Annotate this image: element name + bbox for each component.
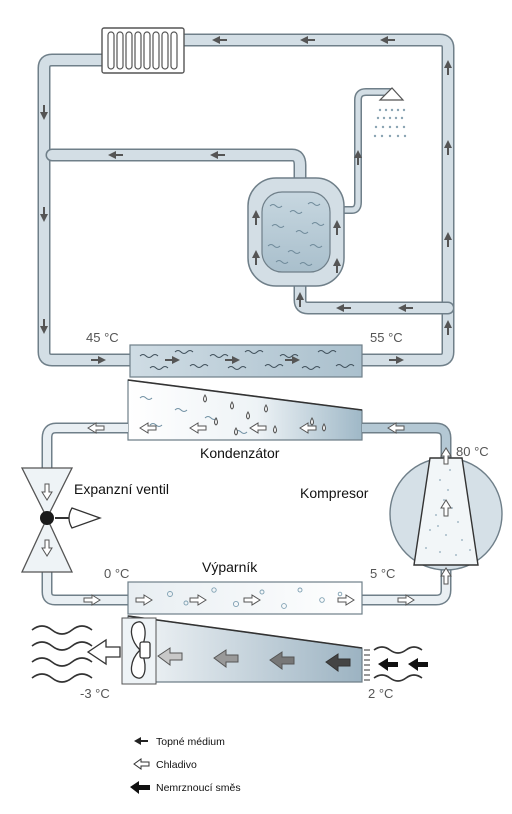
arrow-left-large-filled-icon — [130, 781, 150, 794]
legend-item-refrigerant: Chladivo — [133, 758, 197, 771]
exhaust-air-waves — [31, 625, 93, 683]
heating-water-circuit — [37, 33, 455, 367]
refrigerant-arrows — [41, 422, 452, 606]
arrow-left-outline-icon — [133, 758, 150, 770]
temp-45-label: 45 °C — [86, 330, 119, 345]
temp-80-label: 80 °C — [456, 444, 489, 459]
temp-minus3-label: -3 °C — [80, 686, 110, 701]
expansion-valve-label: Expanzní ventil — [74, 481, 169, 497]
legend-label: Nemrznoucí směs — [156, 782, 241, 794]
temp-0-label: 0 °C — [104, 566, 129, 581]
temp-5-label: 5 °C — [370, 566, 395, 581]
temp-55-label: 55 °C — [370, 330, 403, 345]
evaporator-label: Výparník — [202, 559, 258, 575]
legend-label: Chladivo — [156, 759, 197, 771]
fan-icon — [130, 621, 151, 679]
legend-item-antifreeze: Nemrznoucí směs — [130, 781, 241, 794]
intake-air-waves — [373, 646, 423, 682]
radiator-icon — [101, 27, 185, 74]
condenser — [127, 344, 363, 441]
arrow-left-small-filled-icon — [134, 737, 148, 745]
evaporator — [121, 581, 370, 685]
condenser-label: Kondenzátor — [200, 445, 280, 461]
legend-item-heating-medium: Topné médium — [134, 736, 225, 748]
hot-water-tank — [247, 177, 345, 287]
shower-icon — [373, 87, 407, 138]
refrigerant-circuit — [41, 422, 452, 606]
compressor-label: Kompresor — [300, 485, 369, 501]
legend-label: Topné médium — [156, 736, 225, 748]
antifreeze-arrows — [86, 638, 428, 672]
legend: Topné médium Chladivo Nemrznoucí směs — [130, 736, 241, 794]
temp-2-label: 2 °C — [368, 686, 393, 701]
heating-medium-arrows — [40, 36, 452, 364]
